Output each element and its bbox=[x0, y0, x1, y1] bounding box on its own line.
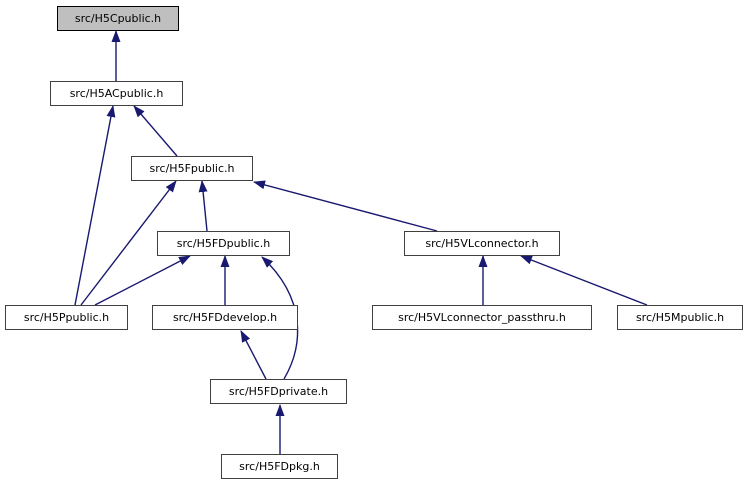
node-H5FDpublic[interactable]: src/H5FDpublic.h bbox=[157, 231, 290, 256]
edge-H5Mpublic-to-H5VLconnector bbox=[520, 255, 648, 306]
node-H5ACpublic[interactable]: src/H5ACpublic.h bbox=[50, 81, 183, 106]
node-H5FDpkg[interactable]: src/H5FDpkg.h bbox=[221, 454, 338, 479]
node-H5Cpublic[interactable]: src/H5Cpublic.h bbox=[57, 6, 179, 31]
edge-H5FDpublic-to-H5Fpublic bbox=[198, 180, 208, 232]
node-H5VLconnector[interactable]: src/H5VLconnector.h bbox=[404, 231, 560, 256]
node-H5Ppublic[interactable]: src/H5Ppublic.h bbox=[5, 305, 128, 330]
edge-H5Fpublic-to-H5ACpublic bbox=[133, 105, 178, 157]
node-H5VLconnector_passthru[interactable]: src/H5VLconnector_passthru.h bbox=[372, 305, 592, 330]
node-H5Fpublic[interactable]: src/H5Fpublic.h bbox=[131, 156, 253, 181]
edge-H5Ppublic-to-H5Fpublic bbox=[80, 180, 177, 306]
edge-H5FDprivate-to-H5FDdevelop bbox=[240, 330, 267, 380]
node-H5Mpublic[interactable]: src/H5Mpublic.h bbox=[617, 305, 743, 330]
node-H5FDprivate[interactable]: src/H5FDprivate.h bbox=[210, 379, 347, 404]
edge-H5VLconnector-to-H5Fpublic bbox=[253, 180, 438, 232]
edge-H5Ppublic-to-H5ACpublic bbox=[74, 105, 116, 306]
edge-H5Ppublic-to-H5FDpublic bbox=[94, 255, 191, 306]
node-H5FDdevelop[interactable]: src/H5FDdevelop.h bbox=[152, 305, 298, 330]
